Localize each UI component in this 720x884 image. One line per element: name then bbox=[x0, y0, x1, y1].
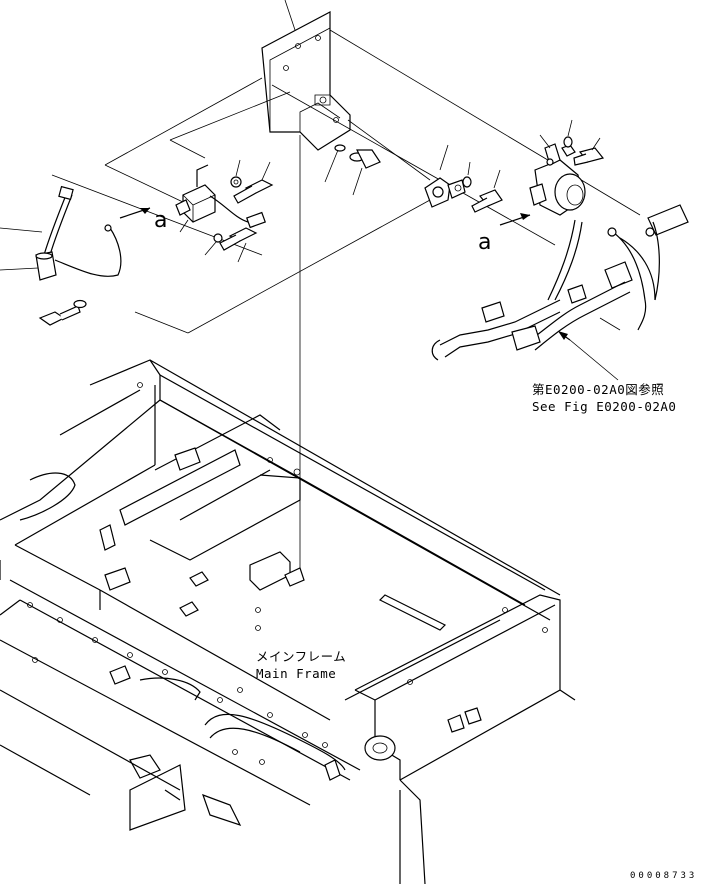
bolt-washer-right-center bbox=[462, 161, 503, 213]
starter-relay-right bbox=[529, 134, 586, 216]
battery-terminal-cable bbox=[0, 185, 122, 281]
bracket-leader bbox=[284, 0, 296, 31]
main-frame-label-jp: メインフレーム bbox=[256, 649, 347, 664]
bolt-washer-center bbox=[324, 144, 381, 196]
pressure-switch bbox=[424, 144, 466, 208]
callout-a-left: a bbox=[154, 208, 168, 233]
hardware-washer-bolt-left bbox=[179, 159, 274, 263]
wire-harness-right bbox=[431, 204, 689, 381]
main-frame bbox=[0, 359, 576, 884]
reference-label-en: See Fig E0200-02A0 bbox=[532, 399, 677, 414]
callout-a-right: a bbox=[478, 230, 492, 255]
bolt-washer-top-right bbox=[563, 119, 605, 166]
drawing-code: 00008733 bbox=[630, 871, 698, 881]
mounting-bracket bbox=[261, 11, 351, 151]
assembly-guide-lines bbox=[51, 29, 641, 580]
relay-assembly-left bbox=[175, 164, 266, 243]
main-frame-label-en: Main Frame bbox=[256, 666, 337, 681]
frame-mounting-parts bbox=[27, 382, 548, 827]
reference-label-jp: 第E0200-02A0図参照 bbox=[532, 382, 665, 397]
bolt-washer-bottom-left bbox=[38, 299, 87, 326]
